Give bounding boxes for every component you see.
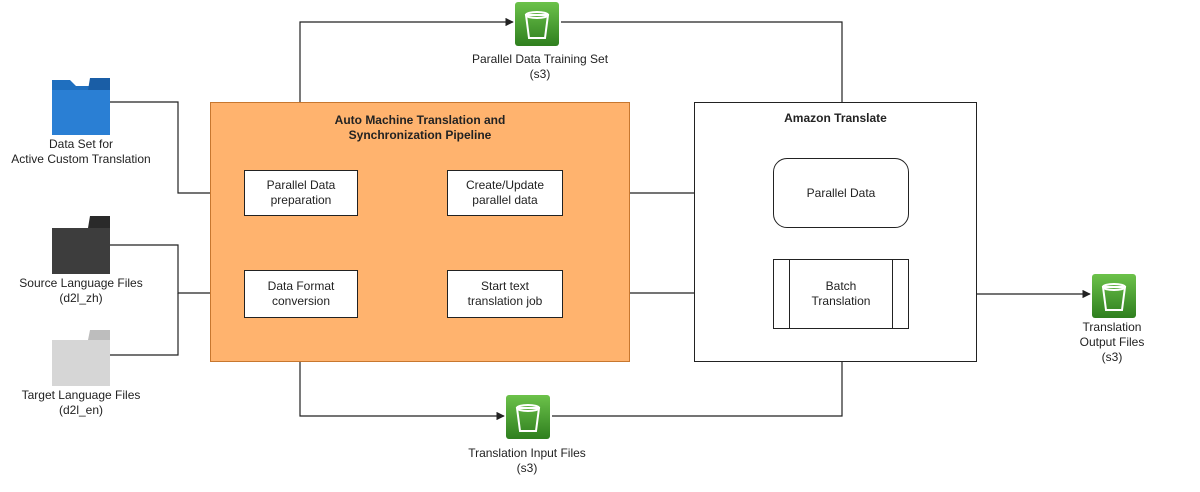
s3-bucket-icon: [515, 2, 559, 46]
connector: [110, 293, 179, 356]
create-update-parallel-data-box: Create/Update parallel data: [447, 170, 563, 216]
start-text-translation-job-box: Start text translation job: [447, 270, 563, 318]
batch-translation-right-bar: [892, 259, 893, 329]
output-files-bucket-label: Translation Output Files (s3): [1079, 320, 1145, 364]
s3-bucket-icon: [1092, 274, 1136, 318]
training-set-bucket-label: Parallel Data Training Set (s3): [471, 52, 609, 81]
batch-translation-left-bar: [789, 259, 790, 329]
s3-bucket-icon: [506, 395, 550, 439]
input-files-bucket-label: Translation Input Files (s3): [468, 446, 586, 475]
parallel-data-preparation-box: Parallel Data preparation: [244, 170, 358, 216]
folder-icon: [52, 330, 110, 386]
data-format-conversion-box: Data Format conversion: [244, 270, 358, 318]
amazon-translate-title: Amazon Translate: [784, 111, 887, 125]
pipeline-title: Auto Machine Translation and Synchroniza…: [334, 113, 506, 142]
parallel-data-node: Parallel Data: [773, 158, 909, 228]
batch-translation-node: Batch Translation: [773, 259, 909, 329]
source-language-label: Source Language Files (d2l_zh): [19, 276, 143, 305]
pipeline-container: Auto Machine Translation and Synchroniza…: [210, 102, 630, 362]
dataset-label: Data Set for Active Custom Translation: [11, 137, 151, 166]
folder-icon: [52, 78, 110, 135]
folder-icon: [52, 216, 110, 274]
target-language-label: Target Language Files (d2l_en): [21, 388, 141, 417]
